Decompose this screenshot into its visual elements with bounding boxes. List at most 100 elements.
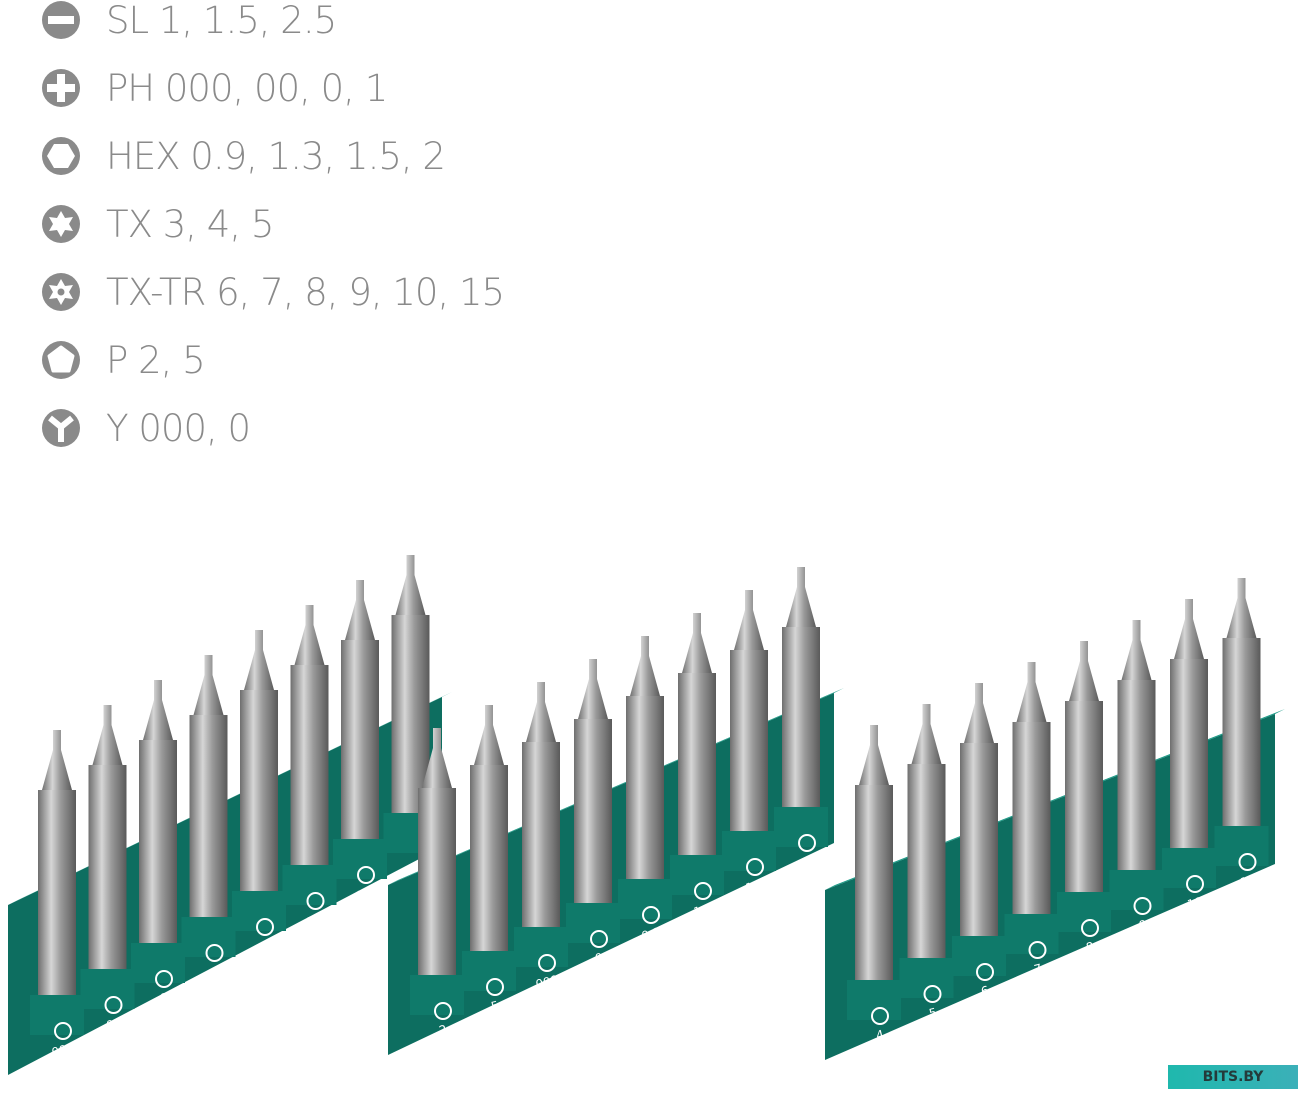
bit-tip [526,682,556,742]
phillips-icon [205,944,224,962]
legend-item-hex: HEX 0.9, 1.3, 1.5, 2 [42,134,446,178]
watermark-logo: BITS.BY [1168,1065,1298,1089]
holder-slot [410,975,464,1015]
bit-shank [782,627,820,827]
bit-shank [470,765,508,971]
bit-holder-3 [825,578,1285,1060]
bit-shank [522,742,560,947]
torx-icon [42,205,80,243]
holder-slot [181,917,236,957]
bit-shank [88,765,127,989]
torx-tamper-icon [42,273,80,311]
legend-item-torx: TX 3, 4, 5 [42,202,274,246]
legend-text: HEX 0.9, 1.3, 1.5, 2 [106,134,446,178]
torx-icon [871,1007,889,1025]
holder-slot [774,807,828,847]
legend-text: SL 1, 1.5, 2.5 [106,0,337,42]
legend-item-slotted: SL 1, 1.5, 2.5 [42,0,337,42]
hex-icon [642,906,660,924]
bit-tip [911,704,942,764]
holder-slot [333,839,387,879]
holder-slot [514,927,568,967]
slotted-icon [256,918,274,936]
bit-shank [1222,638,1261,846]
tri-wing-icon [538,954,556,972]
bit-tip [859,725,889,785]
holder-slot [1057,892,1111,932]
holder-slot [952,936,1006,976]
bit-tip [193,655,224,715]
slotted-icon [42,1,80,39]
phillips-icon [42,69,80,107]
holder-slot [1109,870,1164,910]
bit-shank [960,743,998,956]
slotted-icon [357,866,375,884]
bit-shank [1012,722,1051,934]
holder-slot [1214,826,1269,866]
bit-tip [630,636,660,696]
bit-tip [1016,662,1047,722]
bit-tip [42,730,72,790]
bit-shank [626,696,664,899]
pentalobe-icon [42,341,80,379]
legend-item-phillips: PH 000, 00, 0, 1 [42,66,388,110]
bit-shank [1065,701,1103,912]
holder-slot [566,903,620,943]
bit-tip [474,705,504,765]
holder-slot [1004,914,1059,954]
bit-shank [290,665,329,885]
torx-tamper-icon [1186,875,1204,893]
phillips-icon [155,970,173,988]
bit-tip [1226,578,1257,638]
bit-shank [1117,680,1156,890]
legend-text: P 2, 5 [106,338,206,382]
pentalobe-icon [486,978,504,996]
bit-shank [678,673,716,875]
tri-wing-icon [42,409,80,447]
holder-slot [131,943,185,983]
bit-shank [240,690,278,911]
bit-tip [395,555,426,615]
bit-tip [1069,641,1099,701]
hex-icon [798,834,816,852]
legend-text: TX-TR 6, 7, 8, 9, 10, 15 [106,270,505,314]
holder-slot [462,951,516,991]
bit-shank [139,740,177,963]
bit-tip [294,605,325,665]
torx-tamper-icon [976,963,994,981]
legend-item-torx-tamper: TX-TR 6, 7, 8, 9, 10, 15 [42,270,505,314]
holder-slot [618,879,672,919]
bit-tip [1174,599,1204,659]
bit-tip [786,567,816,627]
legend-item-tri-wing: Y 000, 0 [42,406,251,450]
bit-tip [682,613,712,673]
bit-tip [422,728,452,788]
holder-slot [232,891,286,931]
legend-text: Y 000, 0 [106,406,251,450]
holder-slot [899,958,954,998]
holder-slot [80,969,135,1009]
holder-slot [282,865,337,905]
pentalobe-icon [434,1002,452,1020]
bit-shank [907,764,946,978]
holder-slot [847,980,901,1020]
bit-tip [578,659,608,719]
legend-text: PH 000, 00, 0, 1 [106,66,388,110]
legend-item-pentalobe: P 2, 5 [42,338,206,382]
bit-tip [244,630,274,690]
phillips-icon [54,1022,72,1040]
torx-icon [923,985,942,1003]
bit-shank [1170,659,1208,868]
bit-shank [38,790,76,1015]
bit-tip [345,580,375,640]
bit-shank [418,788,456,995]
bit-shank [730,650,768,851]
bit-tip [964,683,994,743]
slotted-icon [306,892,325,910]
hex-icon [746,858,764,876]
torx-tamper-icon [1133,897,1152,915]
bit-tip [143,680,173,740]
phillips-icon [104,996,123,1014]
bit-tip [92,705,123,765]
